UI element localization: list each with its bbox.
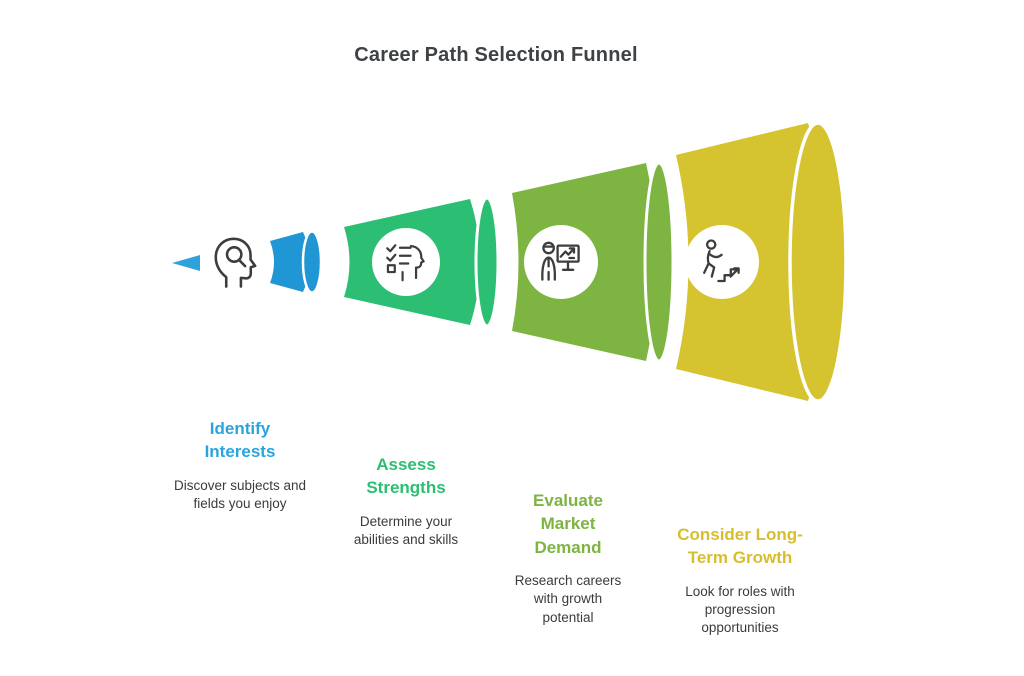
stage-description-assess-strengths: Determine your abilities and skills xyxy=(353,513,459,547)
icon-circle-4 xyxy=(685,225,759,299)
stage-label-identify-interests: Identify Interests Discover subjects and… xyxy=(145,417,335,513)
funnel-tip-triangle xyxy=(172,255,200,271)
funnel-stage-consider-long-term-growth xyxy=(676,121,848,403)
stage-heading-consider-long-term-growth: Consider Long-Term Growth xyxy=(677,525,803,568)
head-search-icon xyxy=(214,237,257,288)
checklist-head-icon xyxy=(386,244,425,282)
stage-heading-identify-interests: Identify Interests xyxy=(204,419,276,462)
funnel-cone-1 xyxy=(270,232,310,292)
funnel-stage-assess-strengths xyxy=(344,196,500,328)
funnel-stage-evaluate-market-demand xyxy=(512,161,675,363)
icon-circle-2 xyxy=(372,228,440,296)
funnel-cap-1 xyxy=(301,230,323,294)
stage-label-evaluate-market-demand: Evaluate Market Demand Research careers … xyxy=(473,489,663,627)
stage-label-consider-long-term-growth: Consider Long-Term Growth Look for roles… xyxy=(645,523,835,637)
funnel-stage-identify-interests xyxy=(172,230,323,294)
presenter-chart-icon xyxy=(541,241,580,281)
climb-stairs-icon xyxy=(703,239,740,283)
stage-description-consider-long-term-growth: Look for roles with progression opportun… xyxy=(685,583,795,636)
funnel-cap-4 xyxy=(788,121,848,403)
stage-label-assess-strengths: Assess Strengths Determine your abilitie… xyxy=(311,453,501,549)
stage-heading-evaluate-market-demand: Evaluate Market Demand xyxy=(533,491,603,557)
page-title: Career Path Selection Funnel xyxy=(354,44,638,66)
stage-heading-assess-strengths: Assess Strengths xyxy=(366,455,446,498)
stage-description-identify-interests: Discover subjects and fields you enjoy xyxy=(173,477,307,511)
funnel-cap-3 xyxy=(643,161,675,363)
stage-description-evaluate-market-demand: Research careers with growth potential xyxy=(514,573,622,625)
funnel-cap-2 xyxy=(474,196,500,328)
